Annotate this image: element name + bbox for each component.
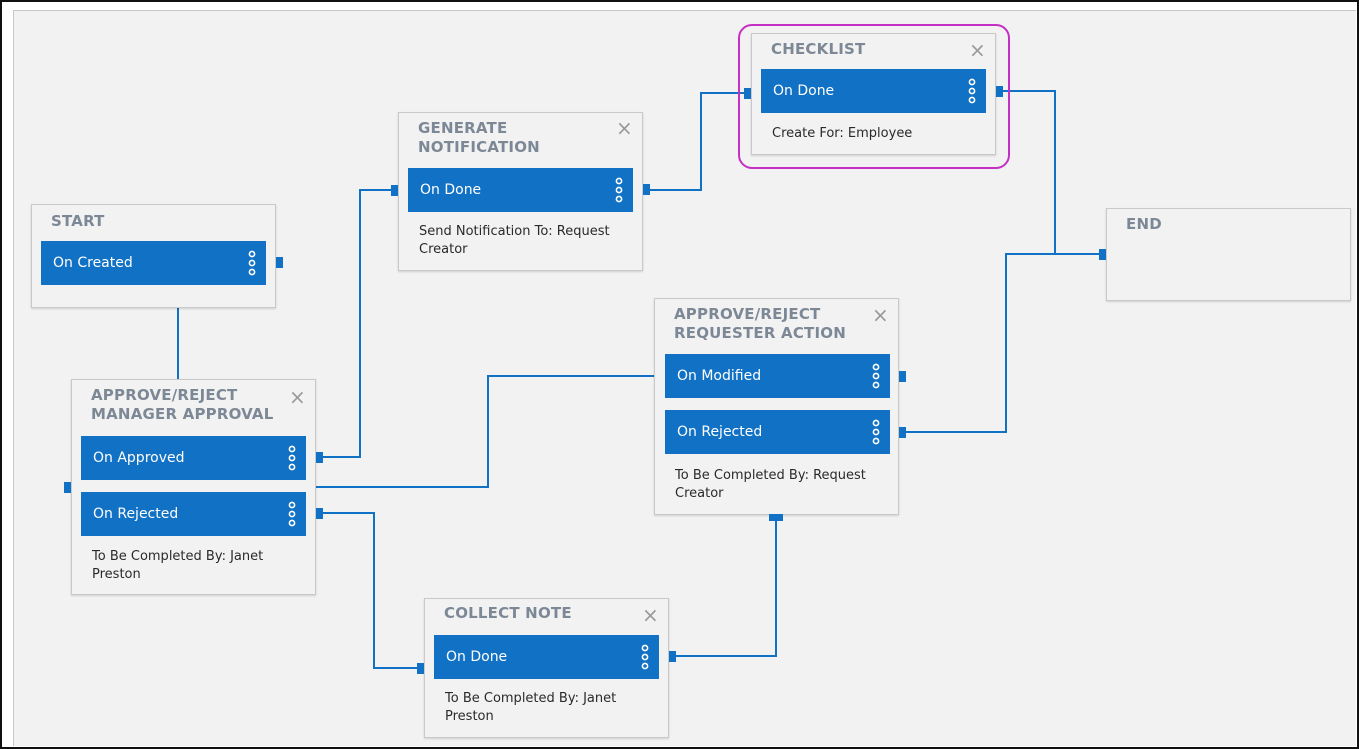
- node-title: CHECKLIST: [771, 40, 866, 58]
- trigger-on-done[interactable]: On Done: [761, 69, 986, 113]
- port-requester-rejected-out[interactable]: [899, 427, 906, 438]
- node-title-line2: REQUESTER ACTION: [674, 324, 846, 342]
- node-start[interactable]: START On Created: [31, 204, 276, 308]
- node-title-line1: APPROVE/REJECT: [91, 386, 238, 404]
- port-requester-bottom-in[interactable]: [769, 514, 783, 521]
- port-modified-out[interactable]: [899, 371, 906, 382]
- trigger-on-created[interactable]: On Created: [41, 241, 266, 285]
- trigger-label: On Done: [773, 83, 835, 99]
- node-generate-notification[interactable]: GENERATE NOTIFICATION × On Done Send Not…: [398, 112, 643, 271]
- node-title-line1: APPROVE/REJECT: [674, 305, 821, 323]
- trigger-label: On Done: [420, 182, 482, 198]
- trigger-on-rejected[interactable]: On Rejected: [665, 410, 890, 454]
- port-notification-out[interactable]: [643, 184, 650, 195]
- description-line2: Creator: [419, 242, 468, 257]
- description-line1: To Be Completed By: Janet: [445, 691, 617, 706]
- node-description: Send Notification To: Request Creator: [419, 223, 624, 259]
- trigger-on-approved[interactable]: On Approved: [81, 436, 306, 480]
- port-notification-in[interactable]: [391, 185, 398, 196]
- port-rejected-out[interactable]: [316, 508, 323, 519]
- close-icon[interactable]: ×: [289, 385, 306, 409]
- trigger-label: On Approved: [93, 450, 185, 466]
- close-icon[interactable]: ×: [872, 303, 889, 327]
- node-title-line1: GENERATE: [418, 119, 508, 137]
- trigger-label: On Created: [53, 255, 133, 271]
- trigger-label: On Modified: [677, 368, 762, 384]
- description-line2: Preston: [92, 567, 141, 582]
- node-description: To Be Completed By: Janet Preston: [445, 690, 650, 726]
- close-icon[interactable]: ×: [616, 116, 633, 140]
- node-title: END: [1126, 215, 1162, 233]
- drag-handle-icon[interactable]: [287, 500, 297, 528]
- trigger-label: On Done: [446, 649, 508, 665]
- description-line1: Create For: Employee: [772, 126, 913, 141]
- node-manager-approval[interactable]: APPROVE/REJECT MANAGER APPROVAL × On App…: [71, 379, 316, 595]
- trigger-on-modified[interactable]: On Modified: [665, 354, 890, 398]
- node-title: APPROVE/REJECT REQUESTER ACTION: [674, 305, 858, 343]
- drag-handle-icon[interactable]: [871, 418, 881, 446]
- trigger-label: On Rejected: [93, 506, 179, 522]
- close-icon[interactable]: ×: [642, 603, 659, 627]
- node-title-line2: NOTIFICATION: [418, 138, 540, 156]
- node-title: START: [51, 212, 105, 230]
- port-approved-out[interactable]: [316, 452, 323, 463]
- node-title-line2: MANAGER APPROVAL: [91, 405, 274, 423]
- description-line1: Send Notification To: Request: [419, 224, 610, 239]
- node-description: Create For: Employee: [772, 125, 977, 143]
- port-checklist-out[interactable]: [996, 86, 1003, 97]
- trigger-on-rejected[interactable]: On Rejected: [81, 492, 306, 536]
- drag-handle-icon[interactable]: [287, 444, 297, 472]
- port-collectnote-out[interactable]: [669, 651, 676, 662]
- node-collect-note[interactable]: COLLECT NOTE × On Done To Be Completed B…: [424, 598, 669, 738]
- node-checklist[interactable]: CHECKLIST × On Done Create For: Employee: [751, 33, 996, 155]
- port-checklist-in[interactable]: [744, 88, 751, 99]
- trigger-label: On Rejected: [677, 424, 763, 440]
- drag-handle-icon[interactable]: [871, 362, 881, 390]
- description-line2: Preston: [445, 709, 494, 724]
- node-requester-action[interactable]: APPROVE/REJECT REQUESTER ACTION × On Mod…: [654, 298, 899, 515]
- drag-handle-icon[interactable]: [247, 249, 257, 277]
- description-line2: Creator: [675, 486, 724, 501]
- port-manager-in[interactable]: [64, 482, 71, 493]
- drag-handle-icon[interactable]: [614, 176, 624, 204]
- port-start-out[interactable]: [276, 257, 283, 268]
- trigger-on-done[interactable]: On Done: [434, 635, 659, 679]
- node-title: APPROVE/REJECT MANAGER APPROVAL: [91, 386, 275, 424]
- description-line1: To Be Completed By: Janet: [92, 549, 264, 564]
- node-end[interactable]: END: [1106, 208, 1351, 301]
- port-collectnote-in[interactable]: [417, 663, 424, 674]
- description-line1: To Be Completed By: Request: [675, 468, 866, 483]
- node-title: GENERATE NOTIFICATION: [418, 119, 602, 157]
- trigger-on-done[interactable]: On Done: [408, 168, 633, 212]
- drag-handle-icon[interactable]: [967, 77, 977, 105]
- node-description: To Be Completed By: Request Creator: [675, 467, 880, 503]
- port-end-in[interactable]: [1099, 249, 1106, 260]
- node-title: COLLECT NOTE: [444, 604, 572, 622]
- close-icon[interactable]: ×: [969, 38, 986, 62]
- node-description: To Be Completed By: Janet Preston: [92, 548, 297, 584]
- drag-handle-icon[interactable]: [640, 643, 650, 671]
